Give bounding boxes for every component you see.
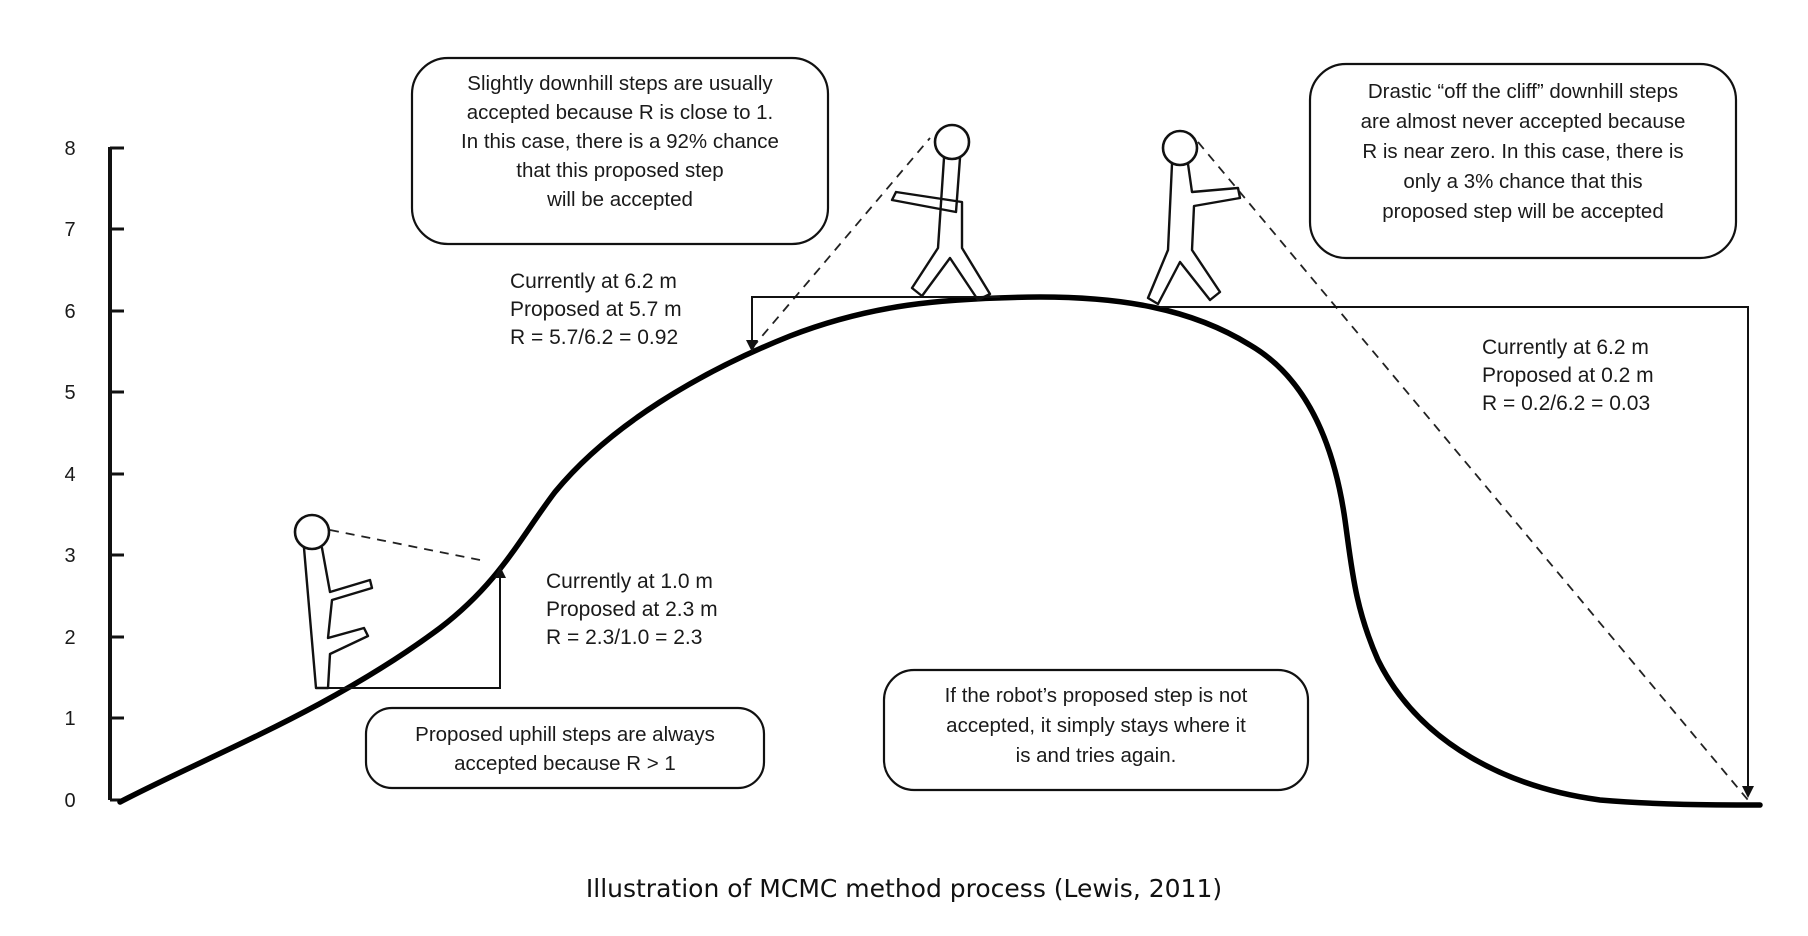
y-axis: 0 1 2 3 4 5 6 7 8 (64, 138, 124, 812)
bubble-line: If the robot’s proposed step is not (945, 684, 1248, 707)
bubble-line: that this proposed step (516, 159, 723, 182)
cliff-step-info: Currently at 6.2 m Proposed at 0.2 m R =… (1482, 336, 1654, 415)
bubble-line: Drastic “off the cliff” downhill steps (1368, 80, 1678, 103)
robot-head (1161, 129, 1199, 167)
robot-body (1146, 162, 1242, 306)
slight-downhill-step-line (746, 296, 1000, 352)
proposed-position: Proposed at 5.7 m (510, 298, 682, 321)
proposed-position: Proposed at 0.2 m (1482, 364, 1654, 387)
current-position: Currently at 6.2 m (1482, 336, 1649, 359)
slight-downhill-proposal-arrow (746, 296, 1000, 352)
hill-curve (117, 294, 1763, 808)
cliff-step-line (1160, 306, 1754, 798)
uphill-sightline (329, 529, 481, 561)
y-axis-ticks (110, 146, 124, 802)
current-position: Currently at 6.2 m (510, 270, 677, 293)
bubble-frame (364, 706, 766, 790)
acceptance-ratio: R = 2.3/1.0 = 2.3 (546, 626, 702, 649)
bubble-line: R is near zero. In this case, there is (1362, 140, 1683, 163)
bubble-line: proposed step will be accepted (1382, 200, 1664, 223)
robot-body (890, 156, 992, 302)
bubble-frame (410, 56, 830, 246)
uphill-proposal-arrow (322, 566, 506, 689)
figure-caption: Illustration of MCMC method process (Lew… (586, 874, 1222, 903)
bubble-frame (882, 668, 1310, 792)
drastic-downhill-bubble: Drastic “off the cliff” downhill steps a… (1308, 62, 1738, 260)
uphill-robot (293, 513, 481, 690)
y-tick-label: 5 (64, 382, 75, 404)
y-tick-label: 8 (64, 138, 75, 160)
bubble-line: only a 3% chance that this (1403, 170, 1642, 193)
proposed-position: Proposed at 2.3 m (546, 598, 718, 621)
current-position: Currently at 1.0 m (546, 570, 713, 593)
bubble-line: Slightly downhill steps are usually (467, 72, 773, 95)
bubble-line: is and tries again. (1016, 744, 1177, 767)
uphill-step-info: Currently at 1.0 m Proposed at 2.3 m R =… (546, 570, 718, 649)
robot-head (933, 123, 971, 161)
robot-head (293, 513, 331, 551)
bubble-frame (1308, 62, 1738, 260)
y-tick-label: 1 (64, 708, 75, 730)
top-right-robot (1146, 129, 1749, 801)
bubble-line: are almost never accepted because (1361, 110, 1686, 133)
robot-body (302, 546, 374, 690)
y-tick-label: 0 (64, 790, 75, 812)
uphill-step-line (322, 566, 506, 689)
bubble-line: accepted, it simply stays where it (946, 714, 1246, 737)
y-tick-label: 3 (64, 545, 75, 567)
y-tick-label: 2 (64, 627, 75, 649)
bubble-line: will be accepted (546, 188, 693, 211)
bubble-line: accepted because R > 1 (454, 752, 676, 775)
y-tick-label: 6 (64, 301, 75, 323)
not-accepted-bubble: If the robot’s proposed step is not acce… (882, 668, 1310, 792)
y-tick-label: 7 (64, 219, 75, 241)
uphill-bubble: Proposed uphill steps are always accepte… (364, 706, 766, 790)
cliff-proposal-arrow (1160, 306, 1754, 798)
slight-downhill-bubble: Slightly downhill steps are usually acce… (410, 56, 830, 246)
acceptance-ratio: R = 0.2/6.2 = 0.03 (1482, 392, 1650, 415)
y-axis-tick-labels: 0 1 2 3 4 5 6 7 8 (64, 138, 75, 812)
bubble-line: Proposed uphill steps are always (415, 723, 715, 746)
y-tick-label: 4 (64, 464, 75, 486)
slight-downhill-step-info: Currently at 6.2 m Proposed at 5.7 m R =… (510, 270, 682, 349)
bubble-line: In this case, there is a 92% chance (461, 130, 779, 153)
acceptance-ratio: R = 5.7/6.2 = 0.92 (510, 326, 678, 349)
top-left-robot (751, 123, 992, 349)
slight-downhill-sightline (751, 137, 931, 349)
bubble-line: accepted because R is close to 1. (467, 101, 774, 124)
